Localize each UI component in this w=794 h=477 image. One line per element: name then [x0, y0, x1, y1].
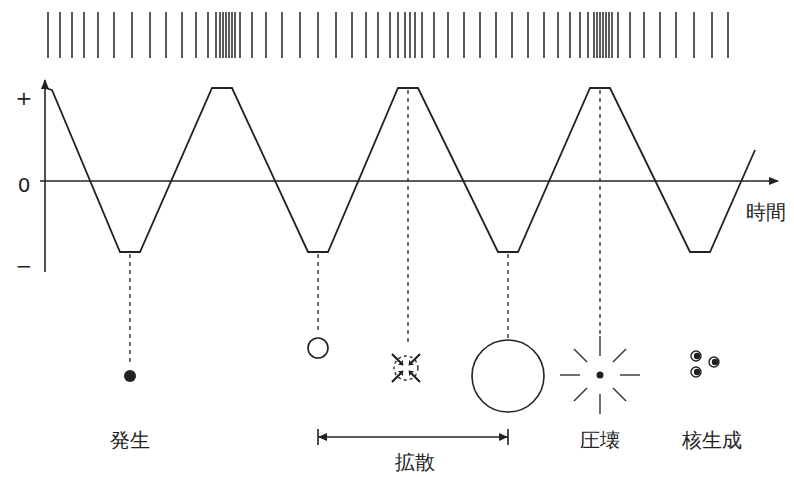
axis-zero: 0 [18, 174, 31, 196]
y-axis [44, 80, 46, 272]
stage-label: 拡散 [393, 451, 437, 473]
axis-title: 時間 [746, 201, 786, 223]
pulse-bars [48, 12, 728, 58]
stage-label: 圧壊 [580, 429, 620, 451]
collapse-burst [560, 336, 640, 414]
nuclei [691, 351, 719, 377]
time-axis [40, 180, 778, 182]
pressure-wave [45, 88, 755, 252]
stage-label: 発生 [110, 429, 150, 451]
axis-plus: + [16, 87, 33, 109]
axis-minus: − [16, 255, 33, 277]
dashed-leaders [130, 90, 600, 366]
span-bracket [318, 429, 508, 445]
diffusion-bubble [392, 354, 420, 382]
nucleus-dot [124, 370, 136, 382]
small-bubble [308, 338, 328, 358]
stage-label: 核生成 [682, 429, 742, 451]
large-bubble [472, 340, 544, 412]
